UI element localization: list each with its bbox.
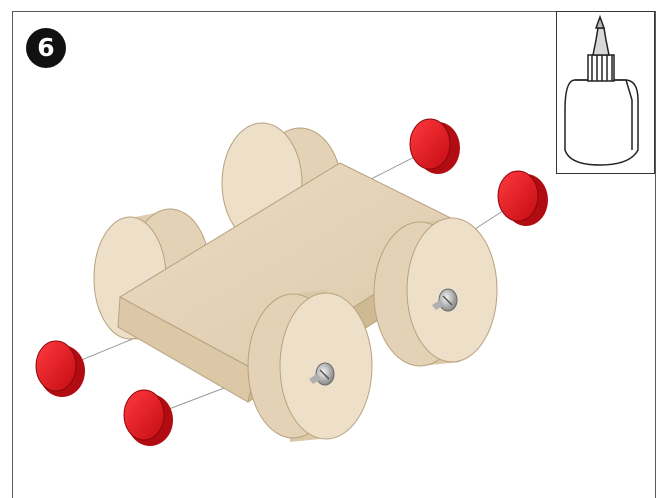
wheel-cap-right bbox=[498, 171, 548, 226]
wheel-front-left bbox=[248, 290, 372, 442]
glue-bottle-icon bbox=[565, 17, 638, 165]
wheel-cap-left bbox=[36, 341, 85, 397]
wheel-front-right bbox=[374, 218, 497, 366]
wheel-cap-far-right bbox=[410, 119, 460, 174]
wheel-cap-bottom-left bbox=[124, 390, 173, 446]
